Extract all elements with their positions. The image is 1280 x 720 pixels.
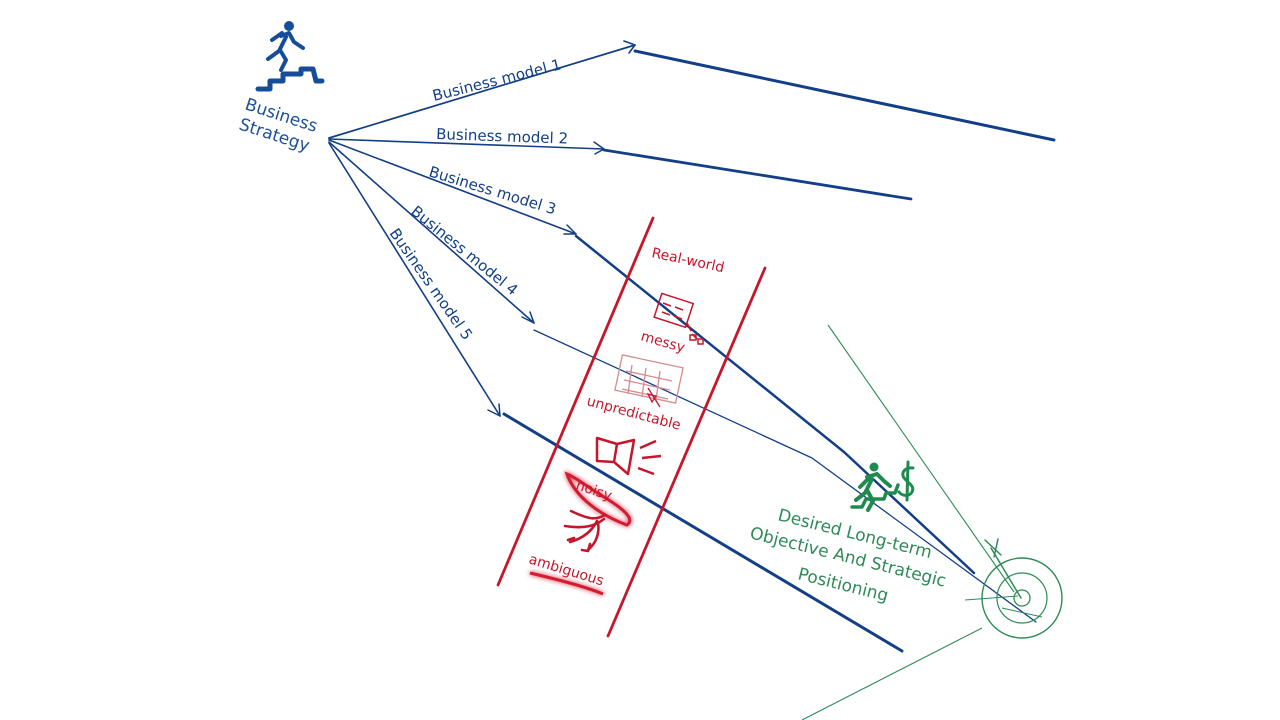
model-5-path [328,142,501,417]
running-person-icon [266,21,305,72]
real-world-band [496,216,767,638]
model-2-outcome-line [602,148,913,201]
model-3-path [328,139,577,235]
building-icon [653,292,704,345]
stairs-icon [255,66,325,92]
ambiguous-highlight [529,571,604,596]
noisy-highlight [564,471,632,527]
dart-icon [984,538,1022,599]
real-world-left-border [496,216,655,587]
megaphone-icon [595,436,662,476]
model-4-outcome-line [533,329,1037,623]
noisy-label: noisy [574,478,614,505]
model-4-arrowhead [521,311,535,324]
model-1-arrowhead [623,40,636,54]
target-upper-guide [827,324,1015,593]
calendar-icon [614,354,684,408]
model-1-path [328,44,636,139]
model-5-arrowhead [487,403,501,417]
real-world-right-border [606,266,767,638]
business-model-paths [328,40,1056,653]
business-model-2-label: Business model 2 [436,125,568,148]
path-arrows-icon [563,509,607,553]
model-3-arrowhead [563,224,577,235]
messy-label: messy [639,328,687,356]
business-model-1-label: Business model 1 [431,55,563,104]
ambiguous-label: ambiguous [527,552,606,590]
real-world-title: Real-world [650,245,725,276]
target-icon [801,324,1063,720]
model-1-outcome-line [633,49,1056,142]
model-3-outcome-line [574,234,976,575]
target-lower-guide [801,627,983,720]
model-4-path [328,141,535,324]
dollar-icon [897,460,915,502]
green-runner-icon [850,462,900,512]
model-5-outcome-line [502,412,904,653]
model-2-path [328,138,605,150]
business-model-3-label: Business model 3 [427,163,558,219]
